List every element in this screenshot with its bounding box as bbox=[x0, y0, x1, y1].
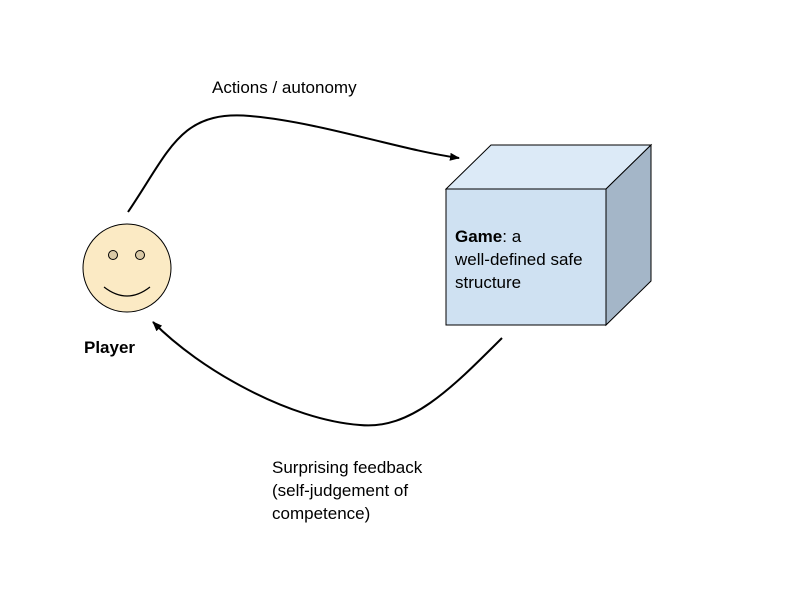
left-eye-icon bbox=[108, 250, 118, 260]
game-line-2: well-defined safe bbox=[455, 250, 583, 269]
game-line-1: Game: a bbox=[455, 225, 605, 248]
player-label: Player bbox=[84, 338, 136, 357]
feedback-line-1: Surprising feedback bbox=[272, 458, 423, 477]
feedback-line-2: (self-judgement of bbox=[272, 481, 409, 500]
right-eye-icon bbox=[135, 250, 145, 260]
feedback-line-3: competence) bbox=[272, 504, 371, 523]
game-line-3: structure bbox=[455, 273, 522, 292]
feedback-label: Surprising feedback (self-judgement of c… bbox=[272, 456, 472, 525]
game-line-1-rest: : a bbox=[502, 227, 522, 246]
cube-front-face bbox=[445, 188, 607, 326]
feedback-arrow bbox=[152, 321, 503, 427]
game-description: Game: a well-defined safe structure bbox=[455, 225, 605, 294]
player-face-icon bbox=[82, 223, 172, 313]
smile-icon bbox=[103, 286, 151, 297]
game-cube-icon bbox=[444, 143, 653, 327]
actions-arrow bbox=[127, 114, 460, 213]
game-bold-label: Game bbox=[455, 227, 503, 246]
actions-label: Actions / autonomy bbox=[212, 78, 357, 97]
